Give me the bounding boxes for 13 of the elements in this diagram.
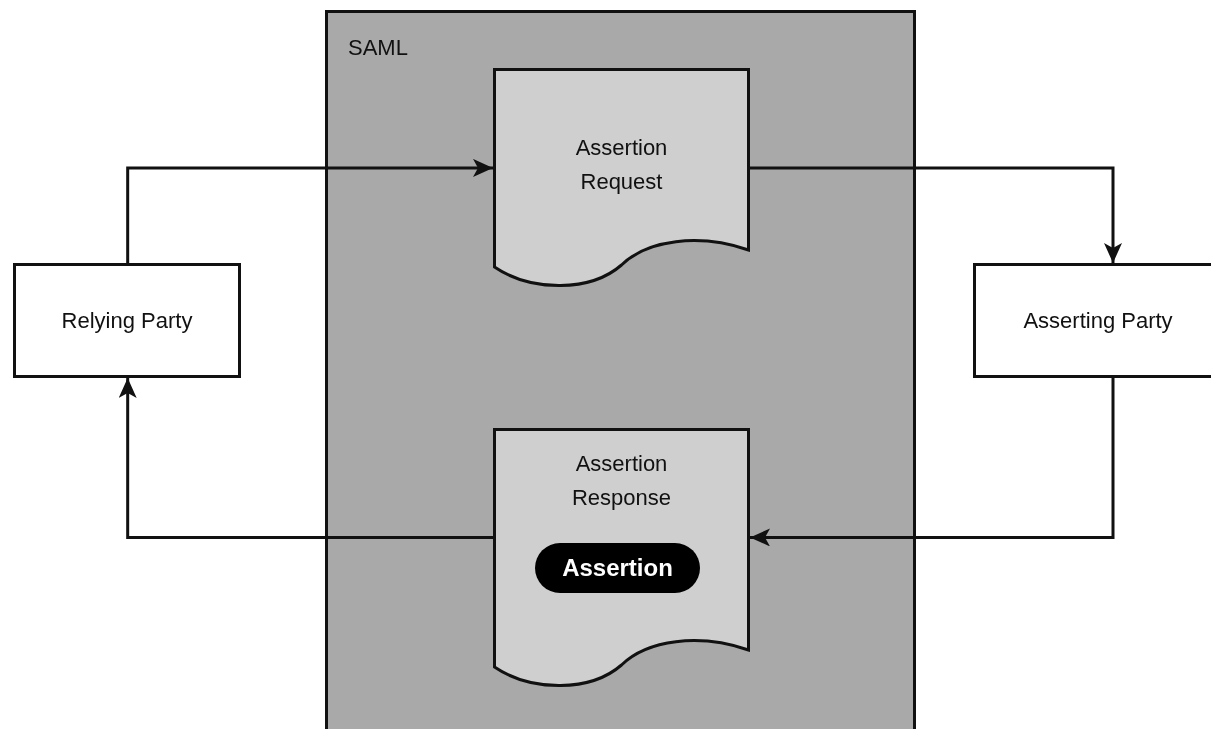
panel-title: SAML	[348, 35, 408, 61]
assertion-badge: Assertion	[535, 543, 700, 593]
party-box	[13, 263, 241, 378]
group-panel	[325, 10, 916, 729]
connector-arrow	[750, 378, 1115, 547]
party-box	[973, 263, 1211, 378]
box-label: Asserting Party	[1023, 307, 1173, 334]
connector-arrow	[118, 378, 493, 539]
document-label: Assertion Request	[574, 134, 669, 196]
document-label: Assertion Response	[570, 450, 673, 512]
connector-arrow	[750, 166, 1122, 263]
connector-arrow	[126, 158, 493, 263]
box-label: Relying Party	[61, 307, 193, 334]
